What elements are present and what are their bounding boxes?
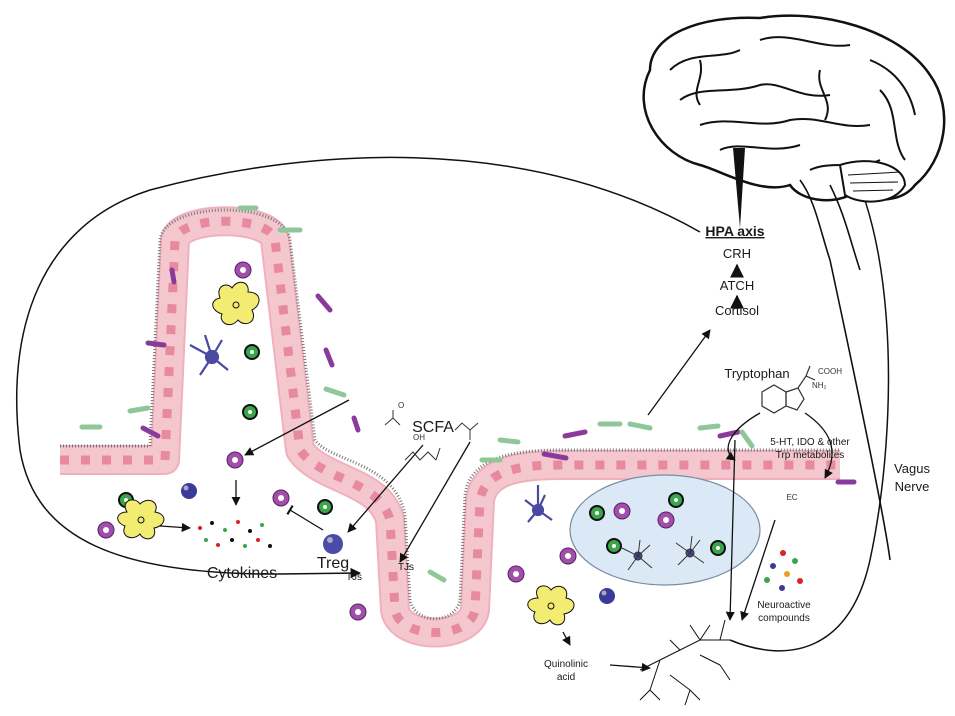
atch-label: ATCH: [720, 278, 754, 293]
blue-immune-cells: [181, 483, 615, 604]
pathway-arrows: [159, 399, 833, 672]
nh2-label: NH₂: [812, 381, 827, 390]
svg-text:OH: OH: [413, 433, 425, 442]
neuroactive-label-line2: compounds: [758, 613, 810, 624]
tjs-right-label: TJs: [398, 562, 414, 573]
green-immune-cells: [118, 344, 726, 556]
vagus-label-line2: Nerve: [895, 479, 930, 494]
bacteria-icon: [79, 205, 857, 583]
tryptophan-label: Tryptophan: [724, 366, 789, 381]
quinolinic-label-line1: Quinolinic: [544, 659, 588, 670]
cytokine-dots: [198, 520, 272, 548]
ec-label: EC: [786, 493, 797, 502]
hpa-axis-title: HPA axis: [705, 223, 764, 239]
lymphoid-follicle: [569, 474, 761, 586]
neuroactive-label-line1: Neuroactive: [757, 600, 811, 611]
trp-metabolites-line1: 5-HT, IDO & other: [770, 437, 850, 448]
treg-label: Treg: [317, 555, 349, 572]
brain-icon: [642, 14, 946, 561]
macrophage-icon: [117, 281, 575, 626]
neuroactive-dots: [764, 550, 803, 591]
tjs-left-label: TJs: [346, 572, 362, 583]
cooh-label: COOH: [818, 367, 842, 376]
brain-gut-loop: [15, 156, 701, 579]
svg-text:O: O: [398, 401, 404, 410]
tryptophan-molecule-icon: [761, 365, 816, 414]
cortisol-label: Cortisol: [715, 303, 759, 318]
quinolinic-label-line2: acid: [557, 672, 575, 683]
cytokines-label: Cytokines: [207, 565, 277, 582]
intestinal-epithelium: [60, 206, 840, 648]
nerve-ending-icon: [639, 619, 731, 706]
treg-cell: [323, 534, 343, 554]
scfa-molecules: [384, 410, 479, 461]
vagus-loop: [729, 119, 890, 652]
crh-label: CRH: [723, 246, 751, 261]
purple-immune-cells: [97, 261, 675, 621]
scfa-label: SCFA: [412, 419, 454, 436]
trp-metabolites-line2: Trp metabolites: [776, 450, 845, 461]
dendritic-cell-icon: [189, 334, 705, 571]
vagus-label-line1: Vagus: [894, 461, 930, 476]
